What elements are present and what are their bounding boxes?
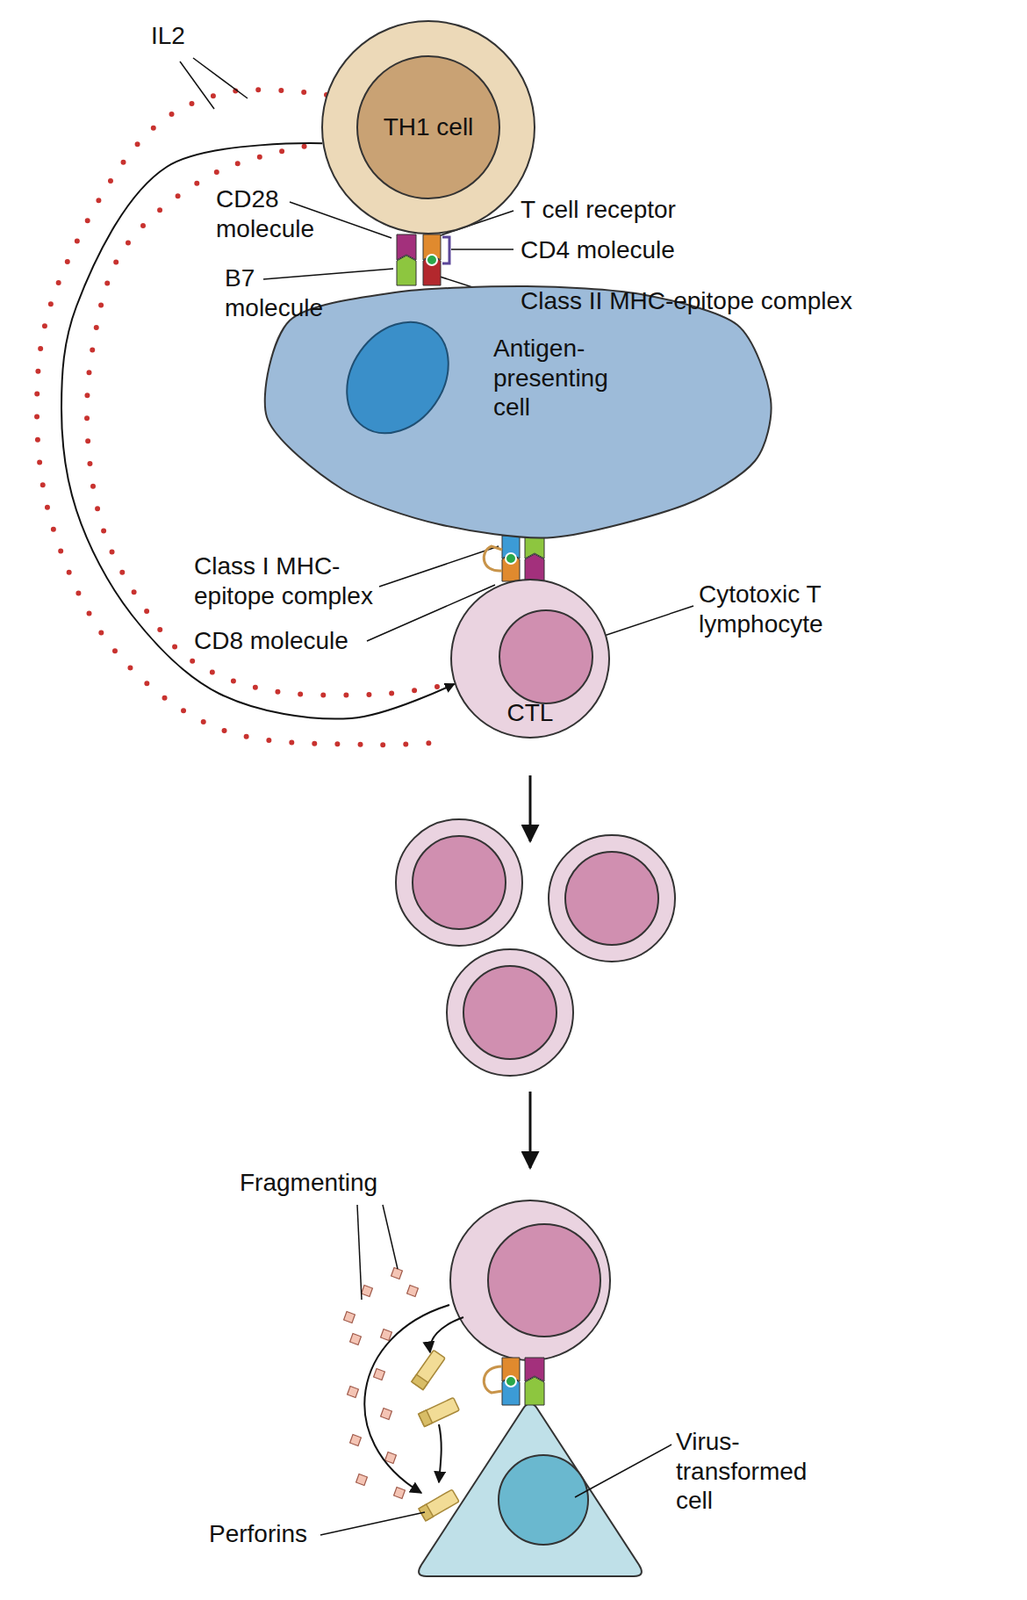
cd4-molecule [442,237,450,264]
part-label: Fragmenting [239,1167,378,1198]
part-label: B7 molecule [224,263,339,323]
leader-line [193,57,248,99]
leader-line [263,268,394,280]
cytotoxic-t-cell: CTL [450,578,611,739]
cd28-b7 [396,255,417,286]
antigen-presenting-cell: Antigen- presenting cell [263,285,776,540]
cell-nucleus [565,851,659,945]
cell-nucleus [412,835,506,929]
cell-nucleus [488,1223,601,1336]
part-label: CD8 molecule [193,625,349,656]
fragment [380,1328,393,1341]
leader-line [320,1511,425,1535]
fragment [356,1473,368,1486]
perforin [411,1349,446,1389]
epitope [505,553,517,564]
cell-nucleus [498,1454,589,1545]
leader-line [357,1204,362,1300]
fragment [350,1333,362,1345]
fragment [347,1386,360,1398]
leader-line [451,248,514,251]
leader-line [379,545,499,587]
part-label: CD4 molecule [520,235,676,266]
part-label: Virus- transformed cell [675,1426,821,1516]
b7-cd28 [524,553,545,582]
fragment [344,1311,356,1323]
perforin [418,1488,460,1521]
epitope [505,1375,517,1387]
leader-line [574,1443,672,1497]
fragment [380,1407,393,1420]
perforin [418,1396,460,1426]
perforin-arrow [430,1316,464,1352]
fragment [373,1368,386,1380]
fragment [350,1434,362,1446]
mhc-tcr [502,553,520,582]
part-label: T cell receptor [520,194,676,225]
part-label: CD28 molecule [215,184,331,244]
node-label: Antigen- presenting cell [493,333,634,423]
helper-t-cell: TH1 cell [321,20,536,235]
cd8-molecule [483,1365,503,1393]
part-label: Class I MHC- epitope complex [193,551,401,611]
part-label: Cytotoxic T lymphocyte [698,579,857,639]
daughter-cell [548,834,676,962]
perforin-arrow [438,1423,442,1482]
part-label: Class II MHC-epitope complex [520,286,853,316]
leader-line [382,1204,398,1269]
daughter-cell [395,818,523,946]
fragment [394,1486,406,1499]
flow-arrow [529,775,532,841]
node-label: CTL [507,697,554,728]
cd28-b7 [524,1376,545,1405]
virus-transformed-cell [418,1402,642,1576]
fragment [385,1451,397,1464]
leader-line [179,61,215,109]
node-label: TH1 cell [383,112,474,143]
tcr-mhc [502,1376,520,1405]
fragment [361,1285,374,1297]
part-label: IL2 [150,21,186,51]
tcr-mhc [423,255,441,286]
cell-nucleus [463,965,557,1059]
part-label: Perforins [208,1518,308,1549]
fragment [391,1267,403,1279]
daughter-cell [446,948,574,1076]
flow-arrow [529,1091,532,1168]
cytotoxic-cell [450,1199,611,1360]
cd8-molecule [483,545,503,571]
epitope [426,254,438,266]
fragment [407,1285,419,1297]
